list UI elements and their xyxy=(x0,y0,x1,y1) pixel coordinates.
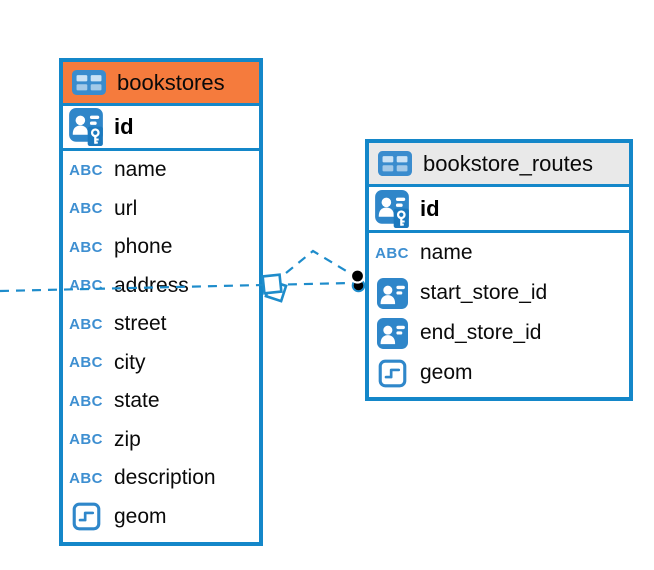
column-row-description[interactable]: ABC description xyxy=(63,459,259,498)
text-type-icon: ABC xyxy=(69,431,103,449)
column-name: street xyxy=(114,312,167,336)
column-name: geom xyxy=(114,504,167,528)
column-row-url[interactable]: ABC url xyxy=(63,190,259,229)
column-name: description xyxy=(114,466,216,490)
table-bookstore-routes[interactable]: bookstore_routes id ABC xyxy=(365,139,633,401)
column-name: geom xyxy=(420,361,473,384)
reference-type-icon xyxy=(373,317,411,349)
column-row-end-store-id[interactable]: end_store_id xyxy=(369,313,629,353)
table-bookstores-header[interactable]: bookstores xyxy=(63,62,259,106)
table-bookstore-routes-header[interactable]: bookstore_routes xyxy=(369,143,629,187)
table-title: bookstore_routes xyxy=(423,150,593,176)
column-name: name xyxy=(420,241,473,264)
primary-key-icon xyxy=(373,189,411,228)
reference-type-icon xyxy=(373,277,411,309)
column-row-zip[interactable]: ABC zip xyxy=(63,421,259,460)
column-row-name[interactable]: ABC name xyxy=(369,233,629,273)
text-type-icon: ABC xyxy=(69,161,103,179)
text-type-icon: ABC xyxy=(69,238,103,256)
column-row-street[interactable]: ABC street xyxy=(63,305,259,344)
column-row-geom[interactable]: geom xyxy=(369,353,629,393)
column-name: state xyxy=(114,389,160,413)
column-name: start_store_id xyxy=(420,281,548,304)
column-row-id[interactable]: id xyxy=(63,106,259,151)
relationship-end-marker-dots xyxy=(349,268,366,293)
table-icon xyxy=(376,151,414,176)
column-row-address[interactable]: ABC address xyxy=(63,267,259,306)
text-type-icon: ABC xyxy=(375,244,409,262)
column-name: url xyxy=(114,196,138,220)
column-name: id xyxy=(420,195,440,221)
text-type-icon: ABC xyxy=(69,277,103,295)
column-name: id xyxy=(114,114,134,139)
text-type-icon: ABC xyxy=(69,315,103,333)
column-row-city[interactable]: ABC city xyxy=(63,344,259,383)
table-bookstores[interactable]: bookstores id ABC xyxy=(59,58,263,546)
text-type-icon: ABC xyxy=(69,354,103,372)
text-type-icon: ABC xyxy=(69,200,103,218)
column-row-start-store-id[interactable]: start_store_id xyxy=(369,273,629,313)
primary-key-icon xyxy=(67,108,105,146)
column-row-geom[interactable]: geom xyxy=(63,498,259,537)
column-name: city xyxy=(114,350,146,374)
table-icon xyxy=(70,70,108,95)
column-name: phone xyxy=(114,235,173,259)
relationship-end-marker-squares xyxy=(261,273,288,303)
column-name: end_store_id xyxy=(420,321,542,344)
table-title: bookstores xyxy=(117,69,225,95)
column-row-name[interactable]: ABC name xyxy=(63,151,259,190)
column-name: address xyxy=(114,273,189,297)
text-type-icon: ABC xyxy=(69,392,103,410)
column-name: name xyxy=(114,158,167,182)
column-name: zip xyxy=(114,427,141,451)
text-type-icon: ABC xyxy=(69,469,103,487)
geometry-type-icon xyxy=(67,502,105,531)
geometry-type-icon xyxy=(373,359,411,388)
column-row-phone[interactable]: ABC phone xyxy=(63,228,259,267)
column-row-id[interactable]: id xyxy=(369,187,629,233)
relationship-line-1 xyxy=(285,249,354,276)
column-row-state[interactable]: ABC state xyxy=(63,382,259,421)
